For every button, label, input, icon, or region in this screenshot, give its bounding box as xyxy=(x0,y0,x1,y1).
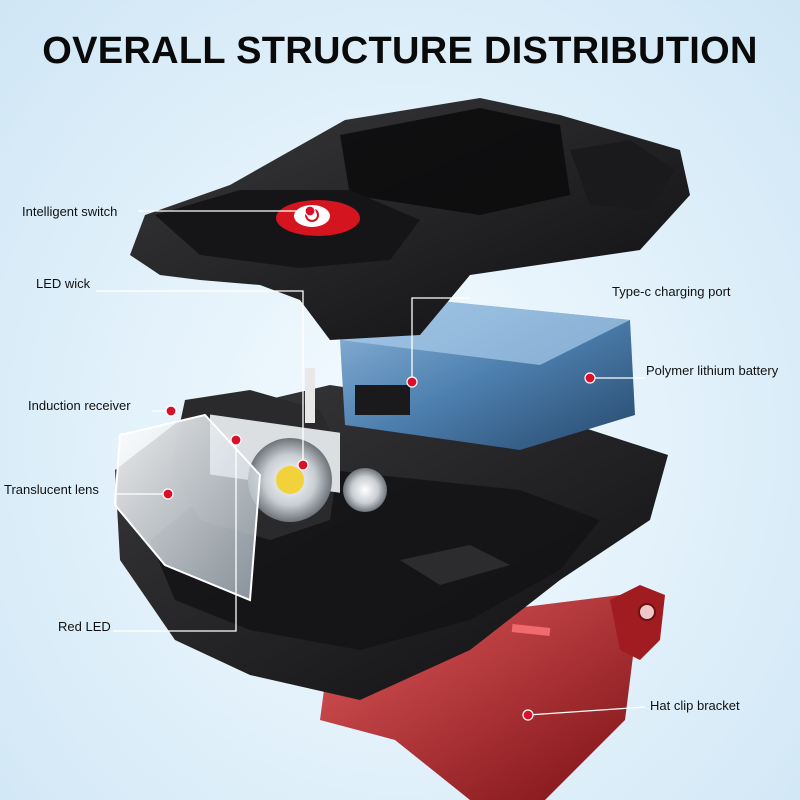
top-housing xyxy=(130,98,690,340)
led-wick-dot xyxy=(298,460,308,470)
type-c-dot xyxy=(407,377,417,387)
hat-clip-bracket-label: Hat clip bracket xyxy=(650,698,740,713)
red-led-dot xyxy=(231,435,241,445)
induction-receiver-label: Induction receiver xyxy=(28,398,131,413)
type-c-charging-port-label: Type-c charging port xyxy=(612,284,731,299)
led-wick-label: LED wick xyxy=(36,276,90,291)
induction-dot xyxy=(166,406,176,416)
translucent-lens-label: Translucent lens xyxy=(4,482,99,497)
intelligent-switch-label: Intelligent switch xyxy=(22,204,117,219)
switch-dot xyxy=(305,206,315,216)
red-led-label: Red LED xyxy=(58,619,111,634)
bracket-dot xyxy=(523,710,533,720)
intelligent-switch-icon xyxy=(276,200,360,236)
battery-dot xyxy=(585,373,595,383)
polymer-lithium-battery-label: Polymer lithium battery xyxy=(646,363,778,378)
type-c-port-icon xyxy=(355,385,410,415)
lens-dot xyxy=(163,489,173,499)
